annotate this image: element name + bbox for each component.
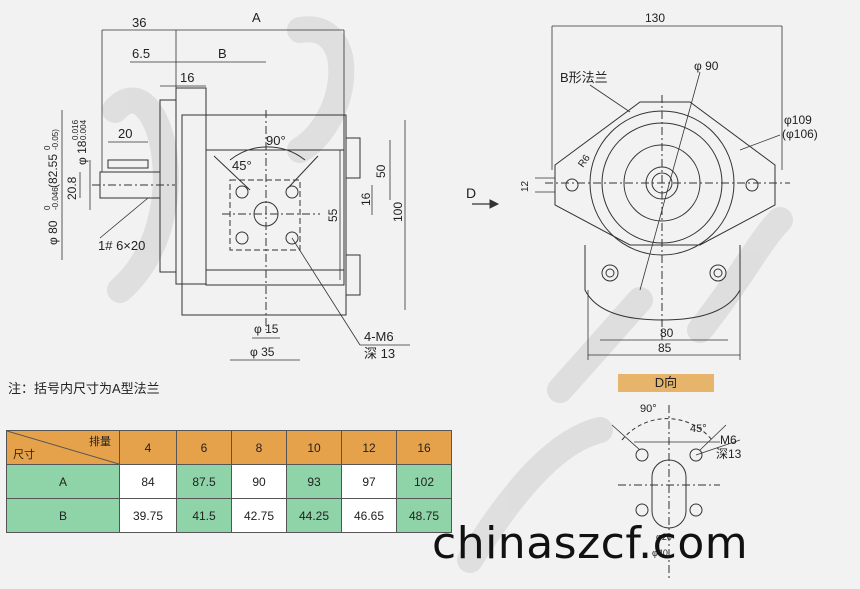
column-header: 4 [119,430,177,465]
pilot-diameter: φ 80 [46,220,60,245]
dia-90: φ 90 [694,59,719,73]
side-view-labels: 130 B形法兰 φ 90 φ109 (φ106) R6 12 80 85 D [466,11,818,355]
port-bolt-circle: φ 35 [250,345,275,359]
row-label: A [6,464,120,499]
watermark-text: chinaszcf.com [432,518,749,569]
column-header: 10 [286,430,342,465]
table-cell: 41.5 [176,498,232,533]
watermark-brush-strokes [102,16,793,573]
d-thread: M6 [720,433,737,447]
d-dim-20: φ20 [656,532,672,542]
front-view-labels: 36 A 6.5 B 16 20 90° 45° 1# 6×20 φ 15 φ … [43,10,405,361]
dim-55: 55 [326,208,340,222]
shaft-tolerance-upper: 0.016 [71,119,80,140]
dim-80: 80 [660,326,674,340]
d-thread-depth: 深13 [716,447,742,461]
table-cell: 42.75 [231,498,287,533]
dia-106: (φ106) [782,127,818,141]
table-cell: 39.75 [119,498,177,533]
flange-note: 注：括号内尺寸为A型法兰 [8,381,160,396]
table-header-row: 排量 尺寸 4 6 8 10 12 16 [6,430,452,465]
table-row: A 84 87.5 90 93 97 102 [6,464,452,499]
bolt-bottom [345,254,361,296]
d-dim-40: φ40 [652,548,668,558]
column-header: 12 [341,430,397,465]
pilot-alt-tolerance-upper: 0 [43,145,52,150]
dim-20: 20 [118,126,132,141]
displacement-table: 排量 尺寸 4 6 8 10 12 16 A 84 87.5 90 93 97 … [6,430,452,533]
dim-20-8: 20.8 [65,176,79,200]
table-cell: 44.25 [286,498,342,533]
dia-109: φ109 [784,113,812,127]
d-view-labels: 90° 45° M6 深13 φ20 φ40 [640,403,742,558]
b-flange-outline [554,101,776,246]
dim-130: 130 [645,11,665,25]
column-header: 6 [176,430,232,465]
column-header: 8 [231,430,287,465]
table-cell: 102 [396,464,452,499]
table-cell: 90 [231,464,287,499]
flange-body [175,87,207,285]
dim-36: 36 [132,15,146,30]
d-angle-45: 45° [690,423,707,435]
corner-bottom-label: 尺寸 [13,449,35,461]
angle-45: 45° [232,158,252,173]
corner-top-label: 排量 [89,436,111,448]
pilot-tolerance-upper: 0 [43,205,52,210]
thread-spec: 4-M6 [364,329,394,344]
radius-6: R6 [576,153,593,170]
table-cell: 48.75 [396,498,452,533]
dim-A: A [252,10,261,25]
corner-diagonal [7,431,119,464]
table-cell: 46.65 [341,498,397,533]
dim-B: B [218,46,227,61]
dim-6-5: 6.5 [132,46,150,61]
view-arrow-label: D [466,185,476,201]
table-corner-cell: 排量 尺寸 [6,430,120,465]
front-view [61,29,410,361]
pilot-alt-diameter: (82.55 [46,154,60,188]
dim-16-vertical: 16 [359,192,373,206]
bolt-top [345,137,361,179]
dim-12: 12 [520,180,531,192]
shaft-tolerance-lower: 0.004 [79,119,88,140]
key-size: 1# 6×20 [98,238,145,253]
d-view-title: D向 [618,374,714,392]
table-cell: 84 [119,464,177,499]
flange-type-label: B形法兰 [560,70,608,85]
column-header: 16 [396,430,452,465]
side-view [472,25,790,360]
table-cell: 87.5 [176,464,232,499]
row-label: B [6,498,120,533]
d-angle-90: 90° [640,403,657,415]
shaft-diameter: φ 18 [75,140,89,165]
dim-16: 16 [180,70,194,85]
pilot-alt-tolerance-lower: -0.05) [51,129,60,150]
port-diameter: φ 15 [254,322,279,336]
d-view [611,405,741,580]
thread-depth: 深 13 [364,346,395,361]
pilot-tolerance-lower: -0.046 [51,187,60,210]
table-cell: 97 [341,464,397,499]
table-row: B 39.75 41.5 42.75 44.25 46.65 48.75 [6,498,452,533]
table-cell: 93 [286,464,342,499]
dim-100: 100 [391,202,405,222]
dim-50: 50 [374,164,388,178]
shaft-key [107,159,149,169]
angle-90: 90° [266,133,286,148]
dim-85: 85 [658,341,672,355]
